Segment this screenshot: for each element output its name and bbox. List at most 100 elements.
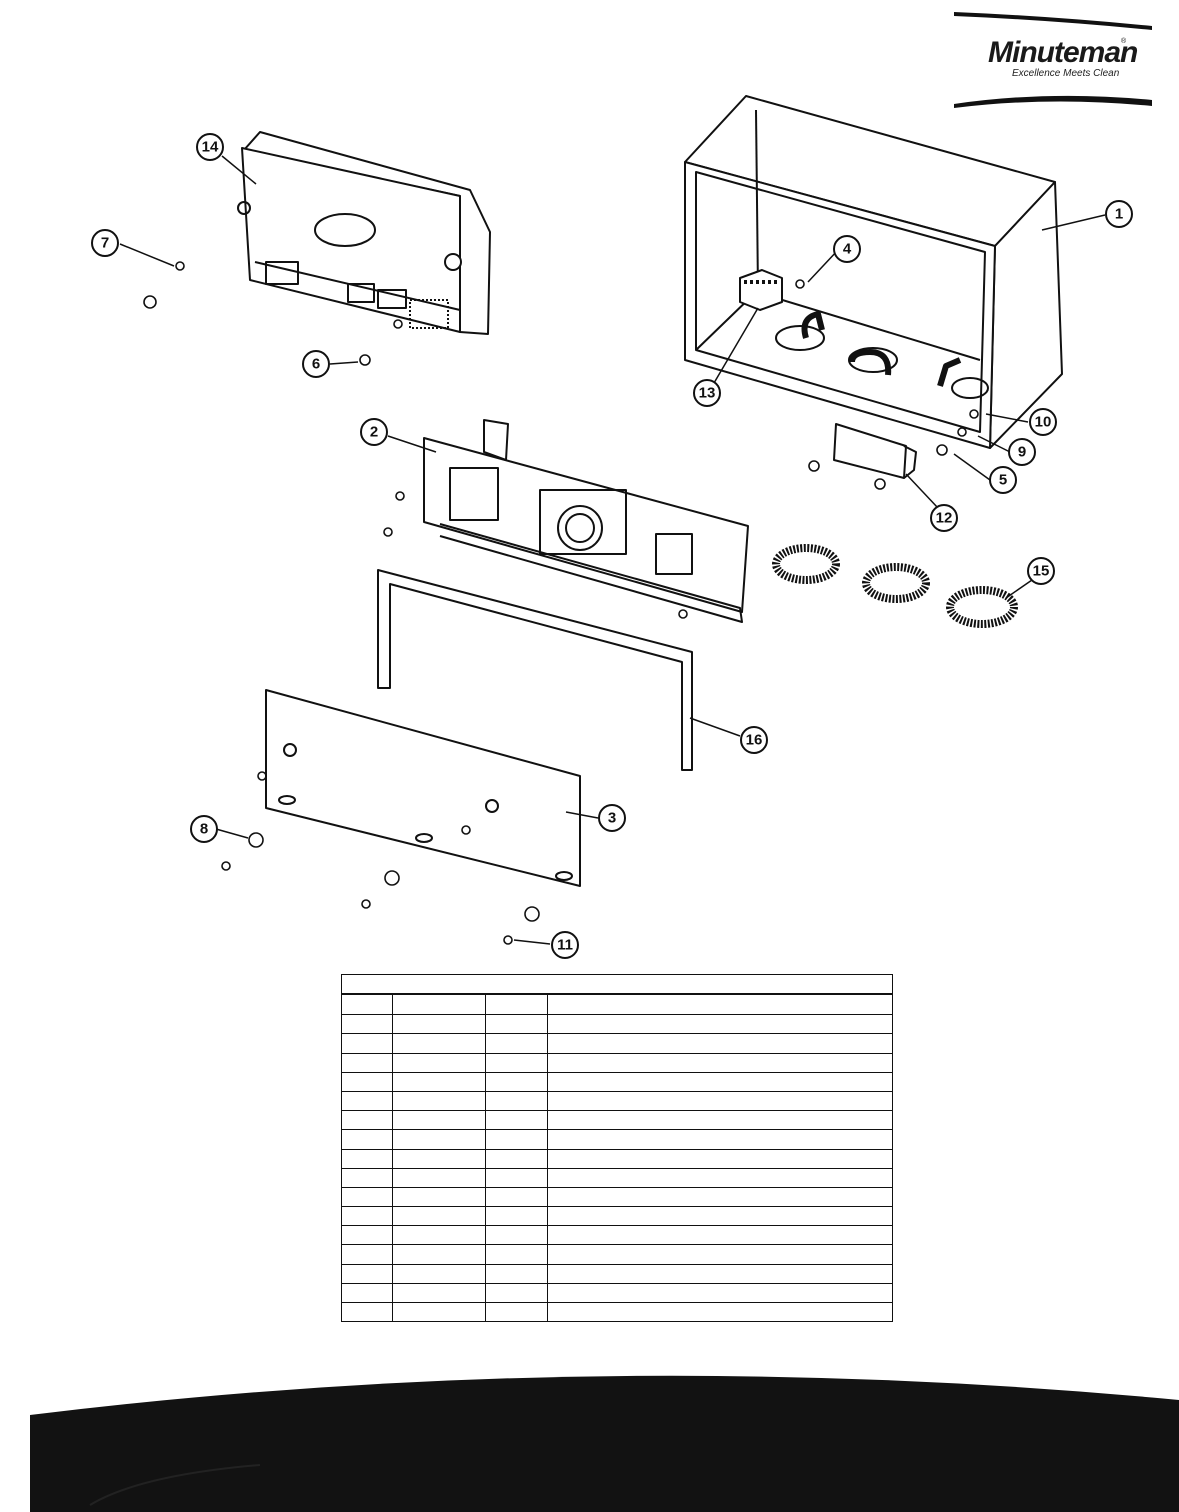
- table-cell: [341, 1090, 393, 1112]
- table-cell: [392, 1148, 486, 1169]
- callout-15-circle: [1027, 557, 1055, 585]
- callout-6-label: 6: [312, 356, 320, 373]
- callout-4-circle: [833, 235, 861, 263]
- table-row: [341, 1301, 893, 1323]
- callout-2-circle: [360, 418, 388, 446]
- table-cell: [341, 1148, 393, 1169]
- table-cell: [341, 1033, 393, 1054]
- table-cell: [485, 1263, 548, 1284]
- table-cell: [485, 1167, 548, 1188]
- table-cell: [547, 1225, 893, 1246]
- callout-5-circle: [989, 466, 1017, 494]
- table-row: [341, 1110, 893, 1131]
- callout-1-label: 1: [1115, 206, 1123, 223]
- table-row: [341, 1225, 893, 1246]
- callout-16-label: 16: [746, 732, 763, 749]
- callout-12-circle: [930, 504, 958, 532]
- table-cell: [485, 1090, 548, 1112]
- callout-14-circle: [196, 133, 224, 161]
- table-cell: [392, 1014, 486, 1035]
- table-cell: [341, 1244, 393, 1265]
- table-cell: [341, 1071, 393, 1092]
- table-cell: [485, 1301, 548, 1323]
- table-row: [341, 1167, 893, 1188]
- terminal-block: [833, 423, 917, 479]
- table-row: [341, 1244, 893, 1265]
- fasteners: [143, 261, 979, 945]
- table-row: [341, 1263, 893, 1284]
- table-cell: [341, 1263, 393, 1284]
- table-cell: [547, 1148, 893, 1169]
- callout-2-label: 2: [370, 424, 378, 441]
- table-row: [341, 1033, 893, 1054]
- col-header-part-no: [392, 993, 486, 1016]
- callout-12-label: 12: [936, 510, 953, 527]
- table-cell: [392, 1167, 486, 1188]
- table-cell: [547, 1186, 893, 1208]
- callout-8-circle: [190, 815, 218, 843]
- table-cell: [341, 1167, 393, 1188]
- table-cell: [392, 1033, 486, 1054]
- callout-13-label: 13: [699, 385, 716, 402]
- parts-table: [341, 974, 893, 1323]
- callout-10-label: 10: [1035, 414, 1052, 431]
- table-cell: [547, 1206, 893, 1227]
- table-cell: [547, 1110, 893, 1131]
- table-cell: [485, 1225, 548, 1246]
- minuteman-logo: Minuteman ® Excellence Meets Clean: [950, 8, 1160, 112]
- table-cell: [547, 1090, 893, 1112]
- table-cell: [341, 1186, 393, 1208]
- callout-13-circle: [693, 379, 721, 407]
- callout-8-label: 8: [200, 821, 208, 838]
- table-cell: [392, 1301, 486, 1323]
- table-cell: [547, 1052, 893, 1073]
- table-cell: [392, 1244, 486, 1265]
- col-header-qty: [485, 993, 548, 1016]
- table-row: [341, 1052, 893, 1073]
- exploded-parts-diagram: 1 2 3 4 5 6 7 8 9 10 11 12 13 14 15 16: [91, 95, 1133, 959]
- controller-module: [237, 131, 491, 335]
- table-cell: [392, 1225, 486, 1246]
- table-cell: [547, 1263, 893, 1284]
- table-cell: [485, 1186, 548, 1208]
- table-cell: [547, 1071, 893, 1092]
- parts-table-title: [341, 974, 893, 996]
- u-bracket: [377, 569, 693, 771]
- table-cell: [341, 1282, 393, 1304]
- col-header-ref: [341, 993, 393, 1016]
- callout-1-circle: [1105, 200, 1133, 228]
- table-cell: [341, 1206, 393, 1227]
- callout-9-label: 9: [1018, 444, 1026, 461]
- callout-7-circle: [91, 229, 119, 257]
- callout-7-label: 7: [101, 235, 109, 252]
- table-cell: [485, 1206, 548, 1227]
- table-row: [341, 1282, 893, 1304]
- table-row: [341, 1129, 893, 1150]
- callout-11-label: 11: [557, 937, 573, 954]
- callout-6-circle: [302, 350, 330, 378]
- table-cell: [392, 1206, 486, 1227]
- table-row: [341, 1206, 893, 1227]
- table-cell: [547, 1167, 893, 1188]
- table-cell: [392, 1071, 486, 1092]
- table-cell: [485, 1244, 548, 1265]
- table-cell: [485, 1148, 548, 1169]
- table-row: [341, 1186, 893, 1208]
- table-row: [341, 1071, 893, 1092]
- table-cell: [485, 1052, 548, 1073]
- table-cell: [341, 1052, 393, 1073]
- cover-plate: [265, 689, 581, 887]
- logo-swoosh-graphic: [954, 12, 1152, 108]
- table-cell: [547, 1129, 893, 1150]
- grommet-rings: [772, 544, 1018, 628]
- callout-16-circle: [740, 726, 768, 754]
- table-cell: [485, 1033, 548, 1054]
- table-cell: [547, 1033, 893, 1054]
- callout-10-circle: [1029, 408, 1057, 436]
- logo-tagline: Excellence Meets Clean: [1012, 68, 1120, 79]
- table-cell: [392, 1282, 486, 1304]
- table-cell: [485, 1129, 548, 1150]
- table-cell: [341, 1301, 393, 1323]
- table-cell: [341, 1110, 393, 1131]
- table-cell: [547, 1244, 893, 1265]
